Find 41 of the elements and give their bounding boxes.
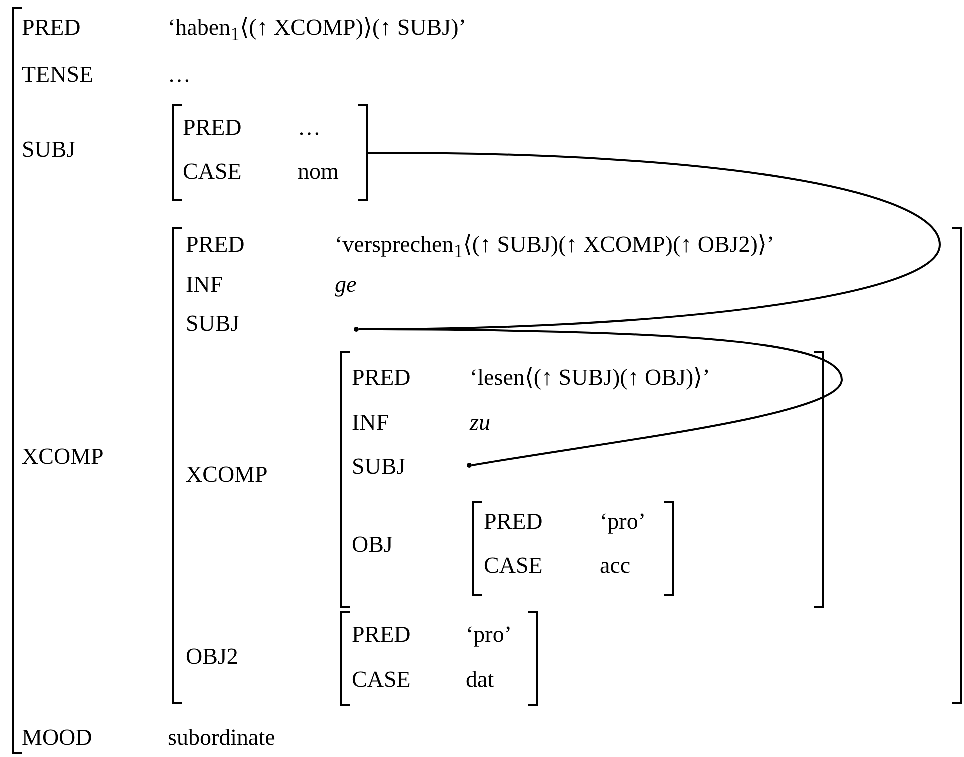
attribute-name: TENSE [22, 61, 94, 89]
attribute-name: PRED [484, 508, 543, 536]
attribute-name: SUBJ [186, 310, 240, 338]
bracket-matrix [172, 105, 368, 201]
attribute-value: ‘versprechen$_{1}$⟨(↑ SUBJ)(↑ XCOMP)(↑ OBJ2)⟩’ [335, 231, 775, 265]
attribute-name: CASE [352, 666, 411, 694]
bracket-matrix [472, 502, 674, 596]
attribute-name: CASE [183, 158, 242, 186]
line-end-point [467, 463, 472, 468]
attribute-name: MOOD [22, 724, 92, 752]
attribute-value: nom [298, 158, 339, 186]
bracket-matrix [172, 228, 962, 704]
attribute-name: PRED [186, 231, 245, 259]
attribute-value: ‘haben$_{1}$⟨(↑ XCOMP)⟩(↑ SUBJ)’ [168, 14, 466, 48]
attribute-name: OBJ [352, 531, 393, 559]
attribute-value: … [298, 114, 321, 142]
bracket-matrix [340, 352, 824, 608]
attribute-name: PRED [352, 621, 411, 649]
line-end-point [354, 327, 359, 332]
attribute-value: subordinate [168, 724, 276, 752]
attribute-value: zu [470, 409, 490, 437]
attribute-value: dat [466, 666, 494, 694]
attribute-value: acc [600, 552, 631, 580]
attribute-value: … [168, 61, 191, 89]
attribute-name: SUBJ [352, 453, 406, 481]
attribute-name: XCOMP [22, 443, 104, 471]
attribute-name: INF [352, 409, 390, 437]
attribute-name: XCOMP [186, 461, 268, 489]
attribute-name: PRED [183, 114, 242, 142]
attribute-name: INF [186, 271, 224, 299]
bracket-matrix [340, 612, 538, 706]
attribute-value: ‘pro’ [466, 621, 512, 649]
attribute-name: PRED [352, 364, 411, 392]
attribute-name: OBJ2 [186, 643, 238, 671]
attribute-name: CASE [484, 552, 543, 580]
bracket-matrix [12, 8, 962, 754]
attribute-value: ‘pro’ [600, 508, 646, 536]
attribute-value: ge [335, 271, 357, 299]
attribute-name: PRED [22, 14, 81, 42]
attribute-value: ‘lesen⟨(↑ SUBJ)(↑ OBJ)⟩’ [470, 364, 710, 392]
attribute-name: SUBJ [22, 136, 76, 164]
